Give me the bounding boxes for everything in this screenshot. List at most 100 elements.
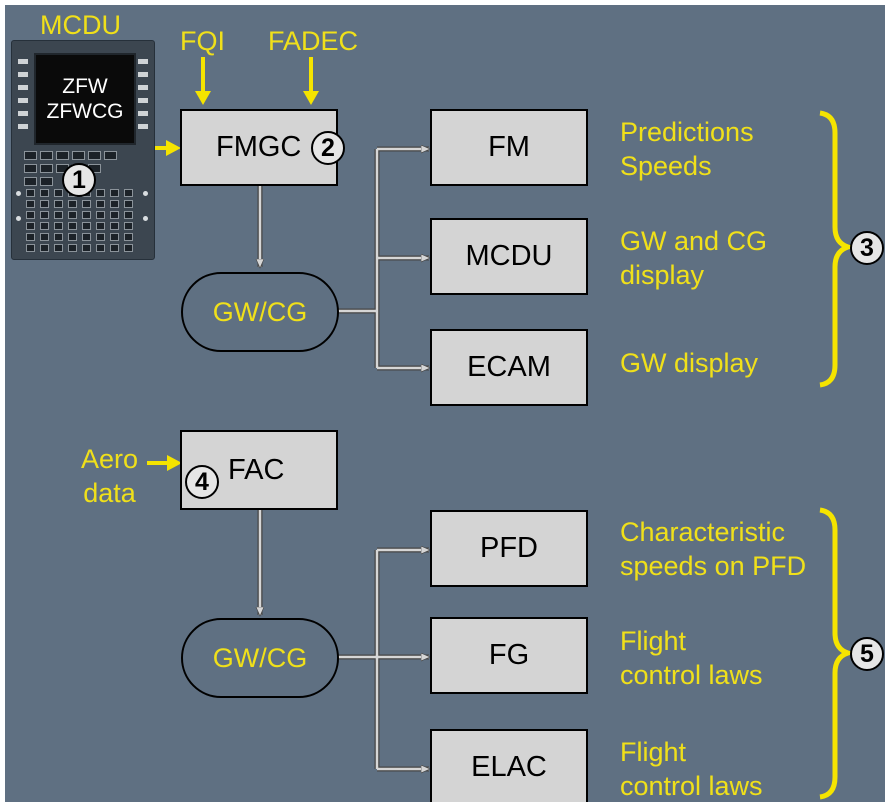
upper-connectors-fill: [260, 149, 429, 368]
mcdu-screen: ZFW ZFWCG: [34, 53, 136, 145]
mcdu-key: [54, 233, 63, 241]
mcdu-annunciator-light: [143, 216, 148, 221]
mcdu-key: [96, 211, 105, 219]
mcdu-key: [124, 244, 133, 252]
mcdu-key: [96, 222, 105, 230]
mcdu-to-fmgc-arrowhead: [166, 140, 181, 156]
mcdu-function-key: [40, 164, 53, 173]
line-select-key-right: [138, 124, 148, 129]
mcdu-key: [54, 222, 63, 230]
mcdu-key: [82, 233, 91, 241]
ecam-box: ECAM: [430, 329, 588, 406]
mcdu-function-key: [40, 151, 53, 160]
mcdu-key: [40, 189, 49, 197]
mcdu-key: [110, 222, 119, 230]
pfd-label: PFD: [480, 532, 538, 564]
elac-label: ELAC: [471, 751, 547, 783]
mcdu-annunciator-light: [143, 191, 148, 196]
mcdu-function-key: [104, 151, 117, 160]
ecam-label: ECAM: [467, 351, 551, 383]
mcdu-screen-zfwcg: ZFWCG: [46, 100, 124, 123]
mcdu-key: [96, 244, 105, 252]
fac-label: FAC: [228, 454, 285, 486]
elac-output-text: Flight control laws: [620, 737, 763, 801]
mcdu-key: [82, 200, 91, 208]
mcdu-key: [124, 211, 133, 219]
mcdu-key: [26, 211, 35, 219]
line-select-key-left: [18, 85, 28, 90]
mcdu-key: [82, 222, 91, 230]
fm-output-text: Predictions Speeds: [620, 117, 754, 181]
mcdu-key: [40, 222, 49, 230]
mcdu-key: [124, 189, 133, 197]
mcdu-key: [54, 200, 63, 208]
mcdu-function-key: [56, 151, 69, 160]
line-select-key-left: [18, 111, 28, 116]
connector-layer: [147, 57, 857, 800]
marker-5: 5: [850, 637, 884, 671]
mcdu-key: [96, 200, 105, 208]
mcdu-key: [54, 211, 63, 219]
gw-cg-lower: GW/CG: [181, 618, 339, 698]
mcdu-key: [82, 211, 91, 219]
mcdu-key: [68, 211, 77, 219]
mcdu-key: [54, 189, 63, 197]
diagram-canvas: MCDU ZFW ZFWCG 1 FQI FADEC Aero data FMG…: [5, 5, 885, 802]
fadec-label: FADEC: [268, 26, 359, 56]
mcdu-key: [68, 200, 77, 208]
mcdu-function-key: [40, 177, 53, 186]
line-select-key-right: [138, 72, 148, 77]
pfd-box: PFD: [430, 510, 588, 587]
aero-data-label: Aero data: [81, 444, 139, 508]
mcdu-key: [96, 189, 105, 197]
mcdu-key: [110, 200, 119, 208]
gw-cg-lower-label: GW/CG: [212, 642, 308, 673]
mcdu-key: [110, 189, 119, 197]
marker-3: 3: [850, 231, 884, 265]
mcdu-key: [40, 244, 49, 252]
mcdu-key: [40, 211, 49, 219]
mcdu-unit: ZFW ZFWCG 1: [11, 40, 155, 260]
mcdu-key: [68, 233, 77, 241]
line-select-key-left: [18, 124, 28, 129]
mcdu-key: [26, 200, 35, 208]
mcdu-key: [124, 222, 133, 230]
mcdu-function-key: [24, 151, 37, 160]
line-select-key-right: [138, 111, 148, 116]
line-select-key-left: [18, 72, 28, 77]
fadec-arrowhead: [303, 91, 319, 105]
mcdu-key: [110, 211, 119, 219]
fg-box: FG: [430, 617, 588, 694]
mcdu-key: [40, 200, 49, 208]
mcdu-function-key: [24, 164, 37, 173]
line-select-key-right: [138, 85, 148, 90]
fm-label: FM: [488, 131, 530, 163]
fmgc-label: FMGC: [216, 131, 302, 163]
gw-cg-upper: GW/CG: [181, 272, 339, 352]
elac-box: ELAC: [430, 729, 588, 802]
mcdu-key: [54, 244, 63, 252]
aero-data-arrowhead: [167, 455, 182, 471]
marker-1: 1: [62, 163, 96, 197]
mcdu-key: [68, 222, 77, 230]
mcdu-key: [26, 189, 35, 197]
line-select-key-right: [138, 59, 148, 64]
mcdu-key: [110, 244, 119, 252]
mcdu-label: MCDU: [40, 10, 121, 40]
mcdu-key: [96, 233, 105, 241]
yellow-input-arrows: [147, 57, 319, 471]
line-select-key-right: [138, 98, 148, 103]
mcdu-box: MCDU: [430, 218, 588, 295]
fqi-label: FQI: [180, 26, 225, 56]
mcdu-box-label: MCDU: [465, 240, 553, 272]
mcdu-key: [124, 233, 133, 241]
line-select-key-left: [18, 98, 28, 103]
marker-4: 4: [185, 465, 219, 499]
pfd-output-text: Characteristic speeds on PFD: [620, 517, 807, 581]
line-select-key-left: [18, 59, 28, 64]
ecam-output-text: GW display: [620, 348, 759, 378]
fg-label: FG: [488, 639, 530, 671]
mcdu-key: [82, 244, 91, 252]
lower-brace: [819, 507, 857, 800]
gw-cg-upper-label: GW/CG: [212, 296, 308, 327]
